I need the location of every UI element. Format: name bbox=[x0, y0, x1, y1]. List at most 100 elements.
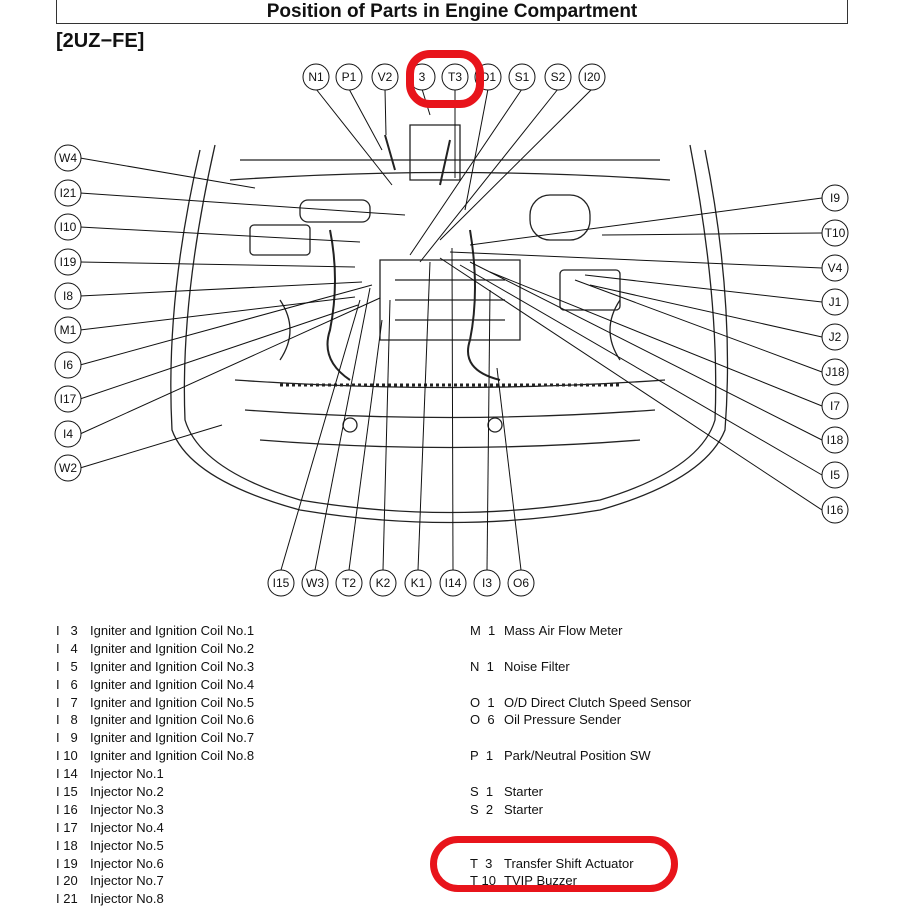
svg-text:O6: O6 bbox=[513, 576, 529, 590]
svg-text:K1: K1 bbox=[411, 576, 426, 590]
svg-text:I5: I5 bbox=[830, 468, 840, 482]
svg-text:I15: I15 bbox=[273, 576, 290, 590]
svg-text:I21: I21 bbox=[60, 186, 77, 200]
legend-part-name: Igniter and Ignition Coil No.2 bbox=[90, 640, 255, 656]
legend-code: I 18 bbox=[56, 837, 78, 853]
legend-part-name: O/D Direct Clutch Speed Sensor bbox=[504, 694, 692, 710]
callout-i14: I14 bbox=[439, 569, 467, 597]
callout-i4: I4 bbox=[54, 420, 82, 448]
legend-code: I 16 bbox=[56, 801, 78, 817]
svg-text:T2: T2 bbox=[342, 576, 356, 590]
callouts-left: W4 I21 I10 I19 I8 M1 I6 I17 I4 W2 bbox=[54, 144, 82, 482]
svg-text:V4: V4 bbox=[828, 261, 843, 275]
legend-code: I 19 bbox=[56, 855, 78, 871]
legend-part-name: Starter bbox=[504, 784, 544, 800]
engine-drawing bbox=[170, 124, 729, 524]
callout-k2: K2 bbox=[369, 569, 397, 597]
legend-item: I 14 Injector No.1 bbox=[56, 765, 386, 783]
legend-code: I 10 bbox=[56, 748, 78, 764]
engine-model-label: [2UZ−FE] bbox=[56, 30, 145, 52]
callout-k1: K1 bbox=[404, 569, 432, 597]
callout-v2: V2 bbox=[371, 63, 399, 91]
svg-text:I18: I18 bbox=[827, 433, 844, 447]
svg-text:I4: I4 bbox=[63, 427, 73, 441]
callout-i19: I19 bbox=[54, 248, 82, 276]
legend-code: I 3 bbox=[56, 623, 78, 638]
legend-code: S 2 bbox=[470, 801, 494, 817]
callout-t10: T10 bbox=[821, 219, 849, 247]
callouts-top: N1 P1 V2 3 T3 O1 S1 S2 I20 bbox=[302, 63, 606, 91]
callout-w4: W4 bbox=[54, 144, 82, 172]
legend-part-name: Igniter and Ignition Coil No.6 bbox=[90, 712, 255, 728]
legend-code: I 21 bbox=[56, 891, 78, 907]
legend-item: I 8 Igniter and Ignition Coil No.6 bbox=[56, 711, 386, 729]
svg-text:I3: I3 bbox=[482, 576, 492, 590]
legend-code: I 8 bbox=[56, 712, 78, 728]
legend-part-name: Injector No.6 bbox=[90, 855, 164, 871]
legend-code: I 7 bbox=[56, 694, 78, 710]
legend-item: O 1 O/D Direct Clutch Speed Sensor bbox=[470, 694, 870, 712]
legend-part-name: Injector No.5 bbox=[90, 837, 164, 853]
svg-text:I14: I14 bbox=[445, 576, 462, 590]
legend-code: I 5 bbox=[56, 658, 78, 674]
legend-part-name: Igniter and Ignition Coil No.4 bbox=[90, 676, 255, 692]
legend-gap bbox=[470, 729, 870, 747]
legend-part-name: Injector No.2 bbox=[90, 784, 164, 800]
legend-part-name: Noise Filter bbox=[504, 658, 570, 674]
legend-item: S 2 Starter bbox=[470, 801, 870, 819]
legend-part-name: Oil Pressure Sender bbox=[504, 712, 622, 728]
svg-text:I17: I17 bbox=[60, 392, 77, 406]
legend-code: I 9 bbox=[56, 730, 78, 746]
legend-code: O 6 bbox=[470, 712, 495, 728]
svg-text:T3: T3 bbox=[448, 70, 462, 84]
legend-gap bbox=[470, 676, 870, 694]
callout-s2: S2 bbox=[544, 63, 572, 91]
svg-text:I20: I20 bbox=[584, 70, 601, 84]
legend-code: I 20 bbox=[56, 873, 78, 889]
callout-o6: O6 bbox=[507, 569, 535, 597]
legend-part-name: Igniter and Ignition Coil No.1 bbox=[90, 623, 255, 638]
legend-gap bbox=[470, 765, 870, 783]
legend-part-name: Injector No.8 bbox=[90, 891, 164, 907]
legend-part-name: Starter bbox=[504, 801, 544, 817]
callout-i8: I8 bbox=[54, 282, 82, 310]
callout-i16: I16 bbox=[821, 496, 849, 524]
red-annotation-top bbox=[406, 50, 484, 108]
callouts-right: I9 T10 V4 J1 J2 J18 I7 I18 I5 I16 bbox=[821, 184, 849, 524]
legend-code: S 1 bbox=[470, 784, 494, 800]
legend-item: I 19 Injector No.6 bbox=[56, 855, 386, 873]
callout-w3: W3 bbox=[301, 569, 329, 597]
callout-n1: N1 bbox=[302, 63, 330, 91]
svg-text:V2: V2 bbox=[378, 70, 393, 84]
svg-text:I6: I6 bbox=[63, 358, 73, 372]
callout-p1: P1 bbox=[335, 63, 363, 91]
legend-part-name: Injector No.7 bbox=[90, 873, 164, 889]
legend-part-name: Injector No.1 bbox=[90, 766, 164, 782]
svg-text:W3: W3 bbox=[306, 576, 324, 590]
svg-text:P1: P1 bbox=[342, 70, 357, 84]
legend-item: I 7 Igniter and Ignition Coil No.5 bbox=[56, 694, 386, 712]
svg-text:I9: I9 bbox=[830, 191, 840, 205]
red-annotation-legend bbox=[430, 836, 678, 892]
legend-part-name: Igniter and Ignition Coil No.5 bbox=[90, 694, 255, 710]
svg-text:J18: J18 bbox=[825, 365, 845, 379]
callouts-bottom: I15 W3 T2 K2 K1 I14 I3 O6 bbox=[267, 569, 535, 597]
callout-i20: I20 bbox=[578, 63, 606, 91]
callout-m1: M1 bbox=[54, 316, 82, 344]
callout-v4: V4 bbox=[821, 254, 849, 282]
svg-text:I7: I7 bbox=[830, 399, 840, 413]
legend-part-name: Injector No.4 bbox=[90, 819, 164, 835]
svg-text:S1: S1 bbox=[515, 70, 530, 84]
legend-code: O 1 bbox=[470, 694, 495, 710]
svg-text:N1: N1 bbox=[308, 70, 324, 84]
legend-code: I 14 bbox=[56, 766, 78, 782]
svg-text:I10: I10 bbox=[60, 220, 77, 234]
